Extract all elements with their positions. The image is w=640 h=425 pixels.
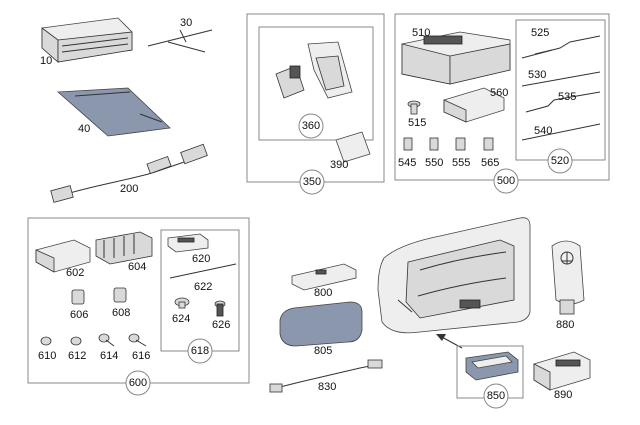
group-350-box: [246, 13, 385, 183]
part-626-clip[interactable]: [214, 300, 226, 317]
callout-360: [298, 113, 324, 139]
part-624-clip[interactable]: [174, 297, 190, 309]
label-850: 850: [487, 390, 505, 402]
label-830: 830: [318, 381, 336, 393]
part-10-head-unit[interactable]: [41, 17, 133, 63]
callout-850: [483, 383, 509, 409]
part-555-clip[interactable]: [455, 137, 466, 151]
label-390: 390: [330, 159, 348, 171]
callout-600: [125, 370, 151, 396]
label-880: 880: [556, 319, 574, 331]
part-602-module[interactable]: [35, 239, 91, 273]
callout-618: [187, 338, 213, 364]
label-565: 565: [481, 157, 499, 169]
label-535: 535: [558, 91, 576, 103]
part-830-cable[interactable]: [269, 359, 383, 393]
part-535-cable[interactable]: [525, 91, 601, 113]
label-602: 602: [66, 267, 84, 279]
label-560: 560: [490, 87, 508, 99]
label-500: 500: [497, 175, 515, 187]
part-614-screw[interactable]: [98, 333, 115, 347]
part-390-sheet[interactable]: [335, 131, 371, 163]
part-515-screw[interactable]: [407, 100, 421, 115]
part-850-tray[interactable]: [465, 351, 519, 381]
label-624: 624: [172, 313, 190, 325]
part-610-screw[interactable]: [40, 336, 52, 346]
label-604: 604: [128, 261, 146, 273]
label-626: 626: [212, 319, 230, 331]
part-616-screw[interactable]: [128, 333, 147, 347]
part-620-module[interactable]: [167, 233, 209, 253]
part-30-cable[interactable]: [147, 29, 213, 53]
label-360: 360: [302, 120, 320, 132]
label-616: 616: [132, 350, 150, 362]
label-555: 555: [452, 157, 470, 169]
part-510-module[interactable]: [401, 31, 511, 85]
label-618: 618: [191, 345, 209, 357]
label-515: 515: [408, 117, 426, 129]
label-614: 614: [100, 350, 118, 362]
label-545: 545: [398, 157, 416, 169]
label-10: 10: [40, 55, 52, 67]
callout-350: [299, 169, 325, 195]
label-805: 805: [314, 345, 332, 357]
label-800: 800: [314, 287, 332, 299]
label-606: 606: [70, 309, 88, 321]
part-608-clip[interactable]: [113, 287, 127, 303]
part-200-cable[interactable]: [50, 143, 208, 203]
label-520: 520: [551, 155, 569, 167]
label-510: 510: [412, 27, 430, 39]
label-890: 890: [554, 389, 572, 401]
part-565-clip[interactable]: [483, 137, 494, 151]
callout-500: [493, 168, 519, 194]
part-612-screw[interactable]: [70, 336, 82, 346]
part-560-box[interactable]: [443, 87, 505, 123]
part-890-plug[interactable]: [533, 351, 591, 391]
part-550-clip[interactable]: [429, 137, 439, 151]
part-360-bracket[interactable]: [275, 41, 353, 99]
label-620: 620: [192, 253, 210, 265]
label-350: 350: [303, 176, 321, 188]
label-540: 540: [534, 125, 552, 137]
group-360-inner-box: [258, 26, 374, 141]
part-880-adapter[interactable]: [551, 240, 585, 315]
callout-520: [547, 148, 573, 174]
part-530-cable[interactable]: [521, 71, 601, 87]
part-540-cable[interactable]: [521, 123, 601, 141]
part-545-clip[interactable]: [403, 137, 413, 151]
label-200: 200: [120, 183, 138, 195]
part-525-cable[interactable]: [521, 35, 601, 59]
label-550: 550: [425, 157, 443, 169]
part-604-module[interactable]: [95, 231, 153, 265]
label-600: 600: [129, 377, 147, 389]
part-40-pad[interactable]: [57, 87, 171, 137]
part-606-clip[interactable]: [71, 289, 85, 305]
label-612: 612: [68, 350, 86, 362]
part-805-pad[interactable]: [279, 301, 363, 347]
label-40: 40: [78, 123, 90, 135]
label-610: 610: [38, 350, 56, 362]
door-panel[interactable]: [377, 217, 531, 334]
label-530: 530: [528, 69, 546, 81]
label-525: 525: [531, 27, 549, 39]
label-608: 608: [112, 307, 130, 319]
label-30: 30: [180, 17, 192, 29]
part-800-holder[interactable]: [291, 263, 357, 291]
part-622-cable[interactable]: [169, 263, 237, 279]
label-622: 622: [194, 281, 212, 293]
